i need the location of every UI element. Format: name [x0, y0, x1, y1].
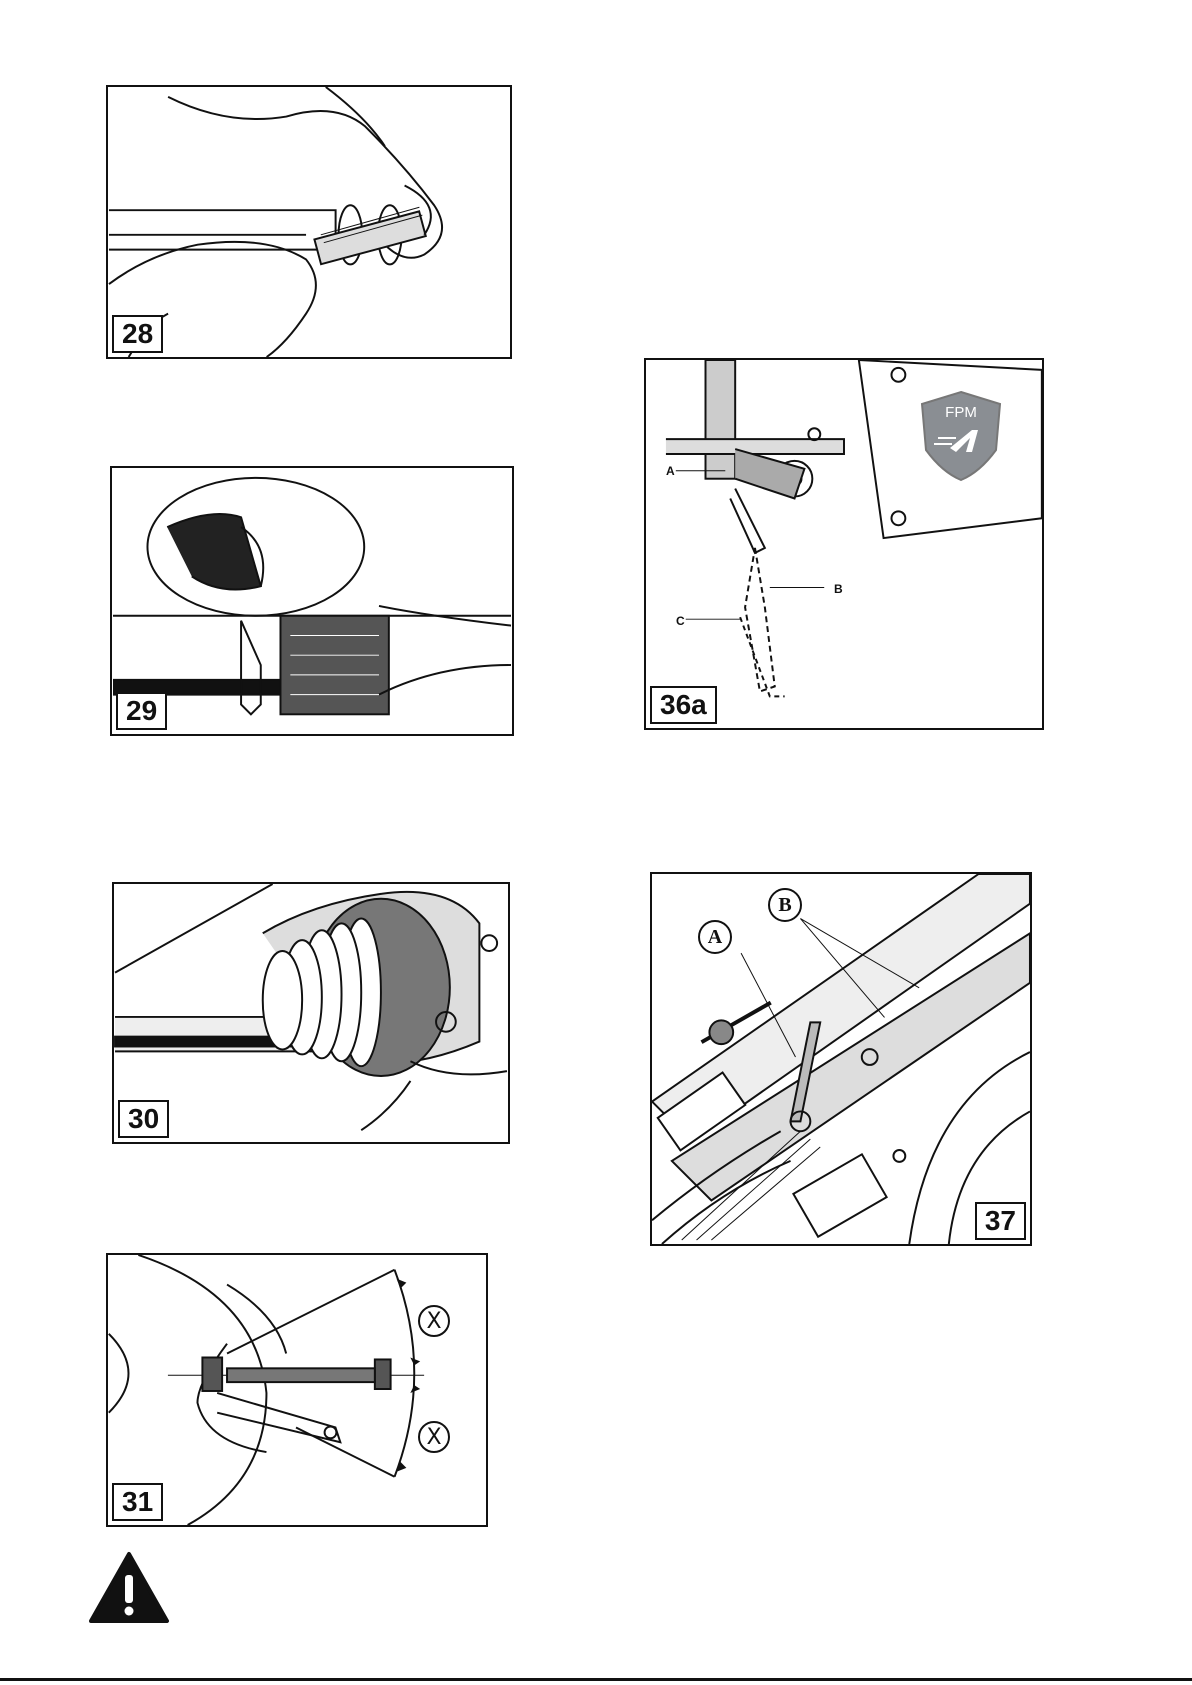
- figure-number: 29: [116, 692, 167, 730]
- figure-30: 30: [112, 882, 510, 1144]
- figure-number: 28: [112, 315, 163, 353]
- callout-label-b: B: [768, 888, 802, 922]
- callout-label-b: B: [834, 582, 843, 596]
- page-bottom-rule: [0, 1678, 1192, 1681]
- figure-37: A B 37: [650, 872, 1032, 1246]
- logo-text: FPM: [920, 404, 1002, 421]
- figure-number: 37: [975, 1202, 1026, 1240]
- callout-label-c: C: [676, 614, 685, 628]
- figure-36a: A B C FPM 36a: [644, 358, 1044, 730]
- x-dimension-marker: X: [418, 1305, 450, 1337]
- figure-29: 29: [110, 466, 514, 736]
- figure-30-illustration: [114, 884, 508, 1142]
- figure-31: X X 31: [106, 1253, 488, 1527]
- x-dimension-marker: X: [418, 1421, 450, 1453]
- fpm-logo: FPM: [920, 390, 1002, 482]
- callout-label-a: A: [666, 464, 675, 478]
- figure-29-illustration: [112, 468, 512, 734]
- figure-number: 36a: [650, 686, 717, 724]
- figure-31-illustration: [108, 1255, 486, 1525]
- warning-triangle-icon: [88, 1551, 170, 1625]
- callout-label-a: A: [698, 920, 732, 954]
- figure-28: 28: [106, 85, 512, 359]
- figure-number: 31: [112, 1483, 163, 1521]
- figure-number: 30: [118, 1100, 169, 1138]
- figure-28-illustration: [108, 87, 510, 357]
